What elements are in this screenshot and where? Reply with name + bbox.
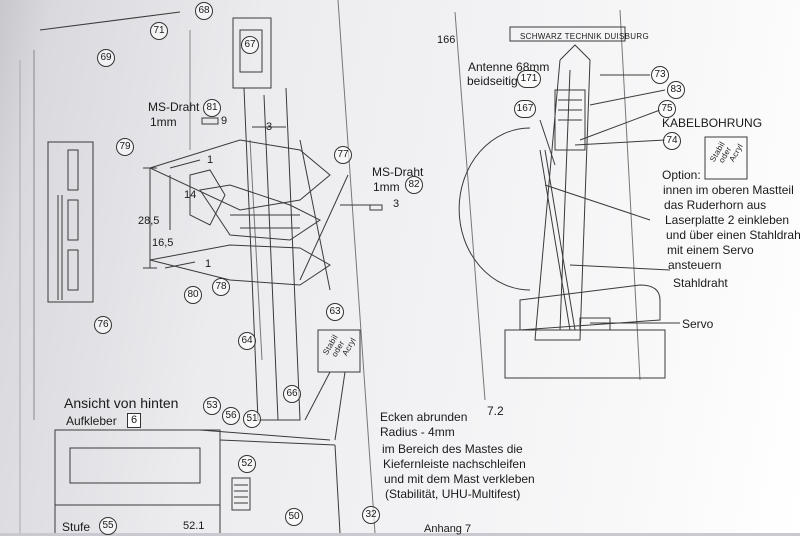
ms-draht-left-label: MS-Draht	[148, 100, 200, 114]
hull-base	[504, 329, 666, 379]
callout-166: 166	[437, 34, 456, 46]
callout-68: 68	[195, 2, 213, 20]
callout-55: 55	[99, 517, 117, 535]
aufkleber-number: 6	[127, 413, 142, 428]
callout-51: 51	[243, 410, 261, 428]
callout-80: 80	[184, 286, 202, 304]
callout-171: 171	[517, 70, 541, 88]
anhang-label: Anhang 7	[424, 523, 472, 535]
dim-14: 14	[184, 189, 197, 201]
back-view-heading: Ansicht von hinten	[64, 395, 179, 411]
callout-56: 56	[222, 407, 240, 425]
ms-draht-right-label: MS-Draht	[372, 165, 424, 179]
dim-16-5: 16,5	[152, 237, 174, 249]
dim-1-lower: 1	[205, 258, 212, 270]
option-line-4: Laserplatte 2 einkleben	[665, 213, 790, 227]
callout-69: 69	[97, 49, 115, 67]
template-76	[47, 141, 94, 303]
callout-32: 32	[362, 506, 380, 524]
frame-line-top	[39, 11, 181, 31]
option-line-2: innen im oberen Mastteil	[663, 183, 794, 197]
ecken-line-2: Radius - 4mm	[380, 425, 455, 439]
mast-top-part	[232, 17, 272, 89]
callout-71: 71	[150, 22, 168, 40]
stufe-label: Stufe	[62, 520, 91, 534]
callout-83: 83	[667, 81, 685, 99]
option-line-1: Option:	[662, 168, 701, 182]
stahldraht-label: Stahldraht	[673, 276, 728, 290]
dim-3-right: 3	[393, 198, 400, 210]
option-line-3: das Ruderhorn aus	[664, 198, 767, 212]
option-line-6: mit einem Servo	[667, 243, 754, 257]
mast-note-4: (Stabilität, UHU-Multifest)	[385, 487, 521, 501]
aufkleber-label: Aufkleber	[66, 414, 117, 428]
callout-78: 78	[212, 278, 230, 296]
callout-77: 77	[334, 146, 352, 164]
kabelbohrung-label: KABELBOHRUNG	[662, 116, 763, 130]
rudder-outline	[458, 127, 531, 291]
mast-note-1: im Bereich des Mastes die	[382, 442, 523, 456]
brand-plate-text: SCHWARZ TECHNIK DUISBURG	[520, 32, 649, 41]
callout-50: 50	[285, 508, 303, 526]
servo-label: Servo	[682, 317, 714, 331]
callout-64: 64	[238, 332, 256, 350]
dim-1-upper: 1	[207, 154, 214, 166]
dim-28-5: 28,5	[138, 215, 160, 227]
column-divider	[337, 0, 376, 533]
callout-52-1: 52.1	[183, 520, 205, 532]
callout-53: 53	[203, 397, 221, 415]
callout-82: 82	[405, 176, 423, 194]
ms-draht-left-size: 1mm	[150, 115, 177, 129]
option-line-5: und über einen Stahldraht	[666, 228, 800, 242]
dim-3-top: 3	[266, 121, 273, 133]
sticker-box-right	[704, 136, 748, 180]
ms-draht-right-size: 1mm	[373, 180, 400, 194]
callout-79: 79	[116, 138, 134, 156]
sticker-box-left	[317, 329, 361, 373]
antenne-line-2: beidseitig	[467, 74, 518, 88]
mast-note-2: Kiefernleiste nachschleifen	[383, 457, 526, 471]
brand-plate	[509, 26, 626, 42]
callout-63: 63	[326, 303, 344, 321]
callout-76: 76	[94, 316, 112, 334]
ecken-line-1: Ecken abrunden	[380, 410, 468, 424]
mast-note-3: und mit dem Mast verkleben	[384, 472, 535, 486]
callout-75: 75	[658, 100, 676, 118]
back-view-panel	[54, 429, 221, 506]
option-line-7: ansteuern	[668, 258, 722, 272]
dim-9: 9	[221, 115, 228, 127]
figure-number: 7.2	[487, 404, 504, 418]
callout-74: 74	[663, 132, 681, 150]
callout-167: 167	[514, 100, 536, 118]
callout-67: 67	[241, 36, 259, 54]
callout-81: 81	[203, 99, 221, 117]
callout-66: 66	[283, 385, 301, 403]
callout-52: 52	[238, 455, 256, 473]
callout-73: 73	[651, 66, 669, 84]
